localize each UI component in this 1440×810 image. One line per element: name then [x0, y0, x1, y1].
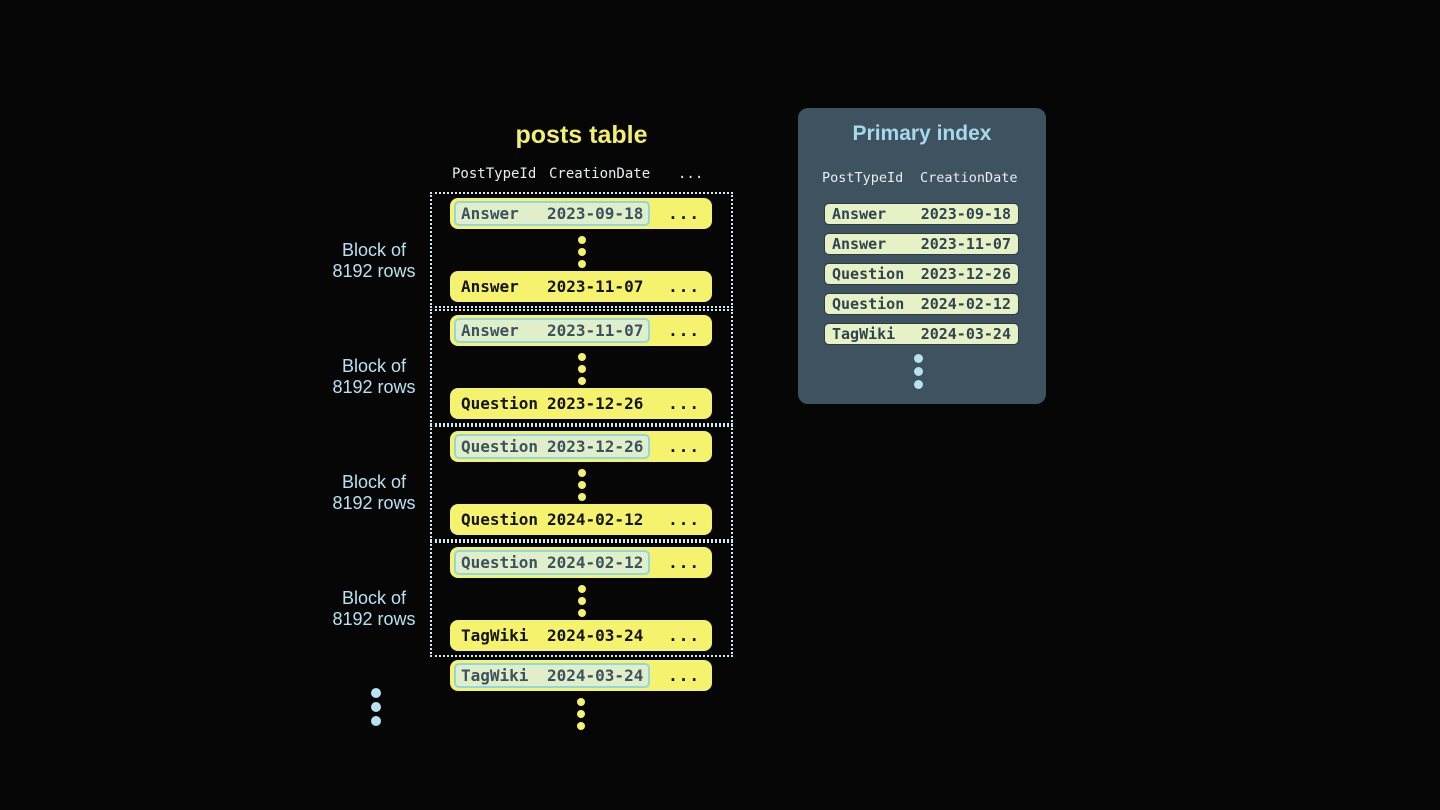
cell-creationdate: 2023-09-18: [547, 204, 644, 223]
table-row: Question 2023-12-26 ...: [450, 431, 712, 462]
table-row: Answer 2023-11-07 ...: [450, 271, 712, 302]
table-row: Answer 2023-09-18 ...: [450, 198, 712, 229]
vertical-ellipsis-dots: [577, 698, 585, 730]
cell-posttypeid: Question: [461, 553, 539, 572]
cell-creationdate: 2023-12-26: [920, 265, 1011, 283]
block-label-line1: Block of: [341, 472, 407, 492]
table-row: Question 2024-02-12 ...: [450, 504, 712, 535]
cell-posttypeid: TagWiki: [461, 626, 529, 645]
cell-more-ellipsis: ...: [668, 510, 700, 529]
cell-more-ellipsis: ...: [668, 321, 700, 340]
posts-table-block-4: Question 2024-02-12 ... TagWiki 2024-03-24…: [430, 541, 733, 657]
posts-table-block-1: Answer 2023-09-18 ... Answer 2023-11-07 ..…: [430, 192, 733, 308]
block-label-1: Block of 8192 rows: [322, 240, 426, 282]
vertical-ellipsis-dots: [577, 236, 586, 268]
index-entry: Answer 2023-09-18: [824, 203, 1019, 225]
cell-creationdate: 2023-11-07: [920, 235, 1011, 253]
cell-more-ellipsis: ...: [668, 553, 700, 572]
cell-posttypeid: TagWiki: [461, 666, 529, 685]
cell-posttypeid: Question: [461, 394, 539, 413]
block-label-line2: 8192 rows: [332, 377, 416, 397]
block-label-line1: Block of: [341, 240, 407, 260]
cell-creationdate: 2023-09-18: [920, 205, 1011, 223]
cell-posttypeid: TagWiki: [832, 325, 896, 343]
cell-creationdate: 2024-02-12: [547, 553, 644, 572]
vertical-ellipsis-dots: [577, 469, 586, 501]
posts-table-title: posts table: [515, 121, 648, 149]
primary-index-panel: Primary index PostTypeId CreationDate An…: [798, 108, 1046, 404]
index-entry: TagWiki 2024-03-24: [824, 323, 1019, 345]
table-row: TagWiki 2024-03-24 ...: [450, 620, 712, 651]
cell-posttypeid: Answer: [461, 277, 519, 296]
row-highlight-pill: Answer 2023-09-18: [454, 201, 651, 226]
cell-posttypeid: Question: [832, 265, 905, 283]
column-header-posttypeid: PostTypeId: [822, 170, 904, 186]
cell-creationdate: 2023-12-26: [547, 394, 644, 413]
cell-creationdate: 2024-02-12: [547, 510, 644, 529]
cell-posttypeid: Answer: [832, 205, 887, 223]
posts-table-block-2: Answer 2023-11-07 ... Question 2023-12-26 …: [430, 309, 733, 425]
posts-table-column-headers: PostTypeId CreationDate ...: [430, 166, 733, 186]
cell-creationdate: 2024-03-24: [920, 325, 1011, 343]
cell-posttypeid: Question: [832, 295, 905, 313]
row-cells: Answer 2023-11-07: [454, 274, 650, 299]
cell-more-ellipsis: ...: [668, 666, 700, 685]
cell-creationdate: 2024-03-24: [547, 666, 644, 685]
vertical-ellipsis-dots: [371, 688, 381, 726]
cell-creationdate: 2024-02-12: [920, 295, 1011, 313]
cell-more-ellipsis: ...: [668, 277, 700, 296]
column-header-creationdate: CreationDate: [920, 170, 1018, 186]
column-header-creationdate: CreationDate: [549, 166, 651, 182]
vertical-ellipsis-dots: [577, 353, 586, 385]
vertical-ellipsis-dots: [577, 585, 586, 617]
table-row: Question 2023-12-26 ...: [450, 388, 712, 419]
block-label-2: Block of 8192 rows: [322, 356, 426, 398]
table-row-overflow: TagWiki 2024-03-24 ...: [450, 660, 712, 691]
index-entry: Question 2024-02-12: [824, 293, 1019, 315]
primary-index-title: Primary index: [852, 122, 992, 145]
cell-posttypeid: Answer: [832, 235, 887, 253]
row-cells: Question 2024-02-12: [454, 507, 650, 532]
row-cells: TagWiki 2024-03-24: [454, 623, 650, 648]
row-highlight-pill: TagWiki 2024-03-24: [454, 663, 651, 688]
cell-posttypeid: Answer: [461, 321, 519, 340]
cell-creationdate: 2023-11-07: [547, 321, 644, 340]
cell-more-ellipsis: ...: [668, 437, 700, 456]
block-label-line2: 8192 rows: [332, 261, 416, 281]
vertical-ellipsis-dots: [914, 354, 923, 389]
block-label-3: Block of 8192 rows: [322, 472, 426, 514]
cell-posttypeid: Answer: [461, 204, 519, 223]
block-label-4: Block of 8192 rows: [322, 588, 426, 630]
cell-posttypeid: Question: [461, 510, 539, 529]
block-label-line1: Block of: [341, 356, 407, 376]
block-label-line2: 8192 rows: [332, 609, 416, 629]
row-highlight-pill: Question 2024-02-12: [454, 550, 651, 575]
cell-more-ellipsis: ...: [668, 626, 700, 645]
cell-creationdate: 2023-12-26: [547, 437, 644, 456]
cell-posttypeid: Question: [461, 437, 539, 456]
block-label-line2: 8192 rows: [332, 493, 416, 513]
index-entry: Question 2023-12-26: [824, 263, 1019, 285]
column-header-more: ...: [678, 166, 704, 182]
column-header-posttypeid: PostTypeId: [452, 166, 537, 182]
block-label-line1: Block of: [341, 588, 407, 608]
table-row: Answer 2023-11-07 ...: [450, 315, 712, 346]
cell-creationdate: 2024-03-24: [547, 626, 644, 645]
posts-table-block-3: Question 2023-12-26 ... Question 2024-02-1…: [430, 425, 733, 541]
cell-more-ellipsis: ...: [668, 204, 700, 223]
index-entry: Answer 2023-11-07: [824, 233, 1019, 255]
table-row: Question 2024-02-12 ...: [450, 547, 712, 578]
row-highlight-pill: Answer 2023-11-07: [454, 318, 651, 343]
row-highlight-pill: Question 2023-12-26: [454, 434, 651, 459]
row-cells: Question 2023-12-26: [454, 391, 650, 416]
cell-more-ellipsis: ...: [668, 394, 700, 413]
cell-creationdate: 2023-11-07: [547, 277, 644, 296]
